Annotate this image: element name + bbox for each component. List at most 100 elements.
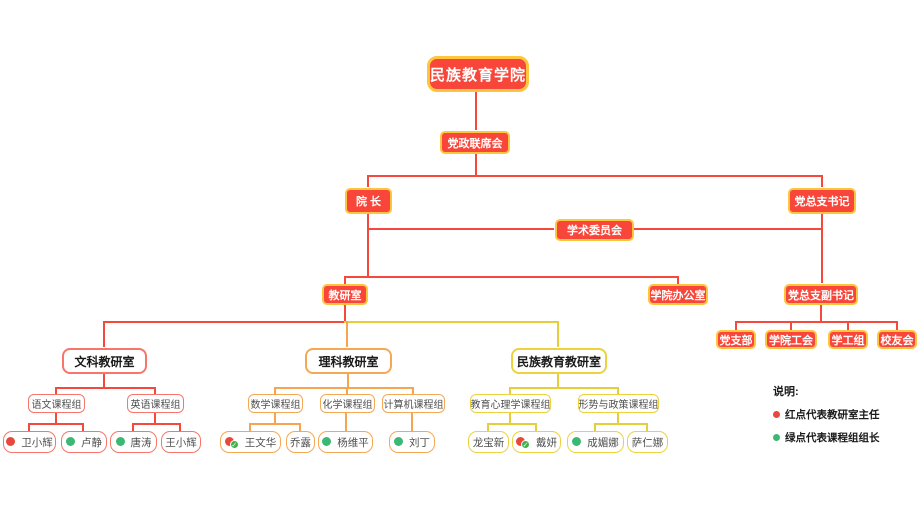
node-label: 党总支副书记 [788, 289, 854, 302]
node-person-wang-xiaohui[interactable]: 王小辉 [161, 431, 201, 453]
connector-line [557, 373, 559, 388]
node-deputy-party-secretary[interactable]: 党总支副书记 [784, 284, 858, 305]
node-label: 王文华 [244, 436, 277, 449]
node-label: 龙宝新 [472, 436, 505, 449]
connector-line [347, 373, 349, 388]
connector-line [367, 175, 369, 187]
legend-item-red-text: 红点代表教研室主任 [785, 409, 880, 421]
node-college-office[interactable]: 学院办公室 [648, 284, 708, 305]
node-person-yang-weiping[interactable]: 杨维平 [318, 431, 373, 453]
red-dot-icon [773, 411, 780, 418]
node-teaching-research-office[interactable]: 教研室 [322, 284, 368, 305]
green-dot-icon [572, 437, 582, 447]
connector-line [475, 91, 477, 130]
node-party-secretary[interactable]: 党总支书记 [788, 188, 856, 214]
connector-line [344, 276, 346, 284]
node-joint-meeting[interactable]: 党政联席会 [440, 131, 510, 154]
node-person-lu-jing[interactable]: 卢静 [61, 431, 107, 453]
connector-line [896, 321, 898, 330]
connector-line [55, 387, 57, 394]
node-person-wei-xiaohui[interactable]: 卫小辉 [3, 431, 56, 453]
connector-line [535, 423, 537, 431]
node-label: 王小辉 [165, 436, 197, 449]
node-person-long-baoxin[interactable]: 龙宝新 [468, 431, 509, 453]
node-label: 院 长 [355, 196, 382, 208]
node-person-wang-wenhua[interactable]: ✓王文华 [220, 431, 281, 453]
node-label: 数学课程组 [250, 400, 301, 411]
connector-line [154, 387, 156, 394]
node-person-qiao-lu[interactable]: 乔露 [286, 431, 315, 453]
node-label: 教育心理学课程组 [470, 400, 551, 411]
legend-item-green: 绿点代表课程组组长 [773, 430, 880, 445]
connector-line [367, 228, 554, 230]
node-science-dept[interactable]: 理科教研室 [305, 348, 392, 374]
connector-line [132, 423, 180, 425]
connector-line [344, 304, 346, 322]
legend-item-red: 红点代表教研室主任 [773, 407, 880, 422]
connector-line [487, 423, 489, 431]
node-label: 萨仁娜 [631, 436, 664, 449]
connector-line [617, 412, 619, 424]
node-root[interactable]: 民族教育学院 [427, 56, 529, 92]
node-academic-committee[interactable]: 学术委员会 [555, 219, 634, 241]
connector-line [646, 423, 648, 431]
node-label: 英语课程组 [130, 400, 181, 411]
node-person-dai-yan[interactable]: ✓戴妍 [512, 431, 561, 453]
connector-line [344, 276, 678, 278]
node-label: 理科教研室 [318, 354, 379, 369]
node-person-liu-ding[interactable]: 刘丁 [389, 431, 435, 453]
node-computer-group[interactable]: 计算机课程组 [382, 394, 445, 413]
connector-line [274, 387, 276, 394]
connector-line [735, 321, 897, 323]
connector-line [249, 423, 251, 431]
connector-line [55, 412, 57, 424]
green-dot-icon [66, 437, 76, 447]
node-label: 校友会 [880, 334, 914, 347]
node-dean[interactable]: 院 长 [345, 188, 392, 214]
connector-line [367, 212, 369, 277]
connector-line [821, 175, 823, 187]
node-person-cheng-meina[interactable]: 成媚娜 [567, 431, 624, 453]
connector-line [346, 387, 348, 394]
node-chemistry-group[interactable]: 化学课程组 [320, 394, 375, 413]
node-label: 学工组 [831, 334, 865, 347]
connector-line [274, 412, 276, 424]
node-student-affairs-group[interactable]: 学工组 [828, 330, 868, 349]
node-label: 学术委员会 [567, 225, 622, 237]
node-label: 成媚娜 [587, 436, 619, 449]
green-dot-icon [115, 437, 126, 447]
node-college-union[interactable]: 学院工会 [765, 330, 817, 349]
legend-title: 说明: [773, 386, 799, 398]
connector-line [735, 321, 737, 330]
connector-line [475, 153, 477, 175]
green-dot-icon [773, 434, 780, 441]
node-chinese-group[interactable]: 语文课程组 [28, 394, 85, 413]
node-math-group[interactable]: 数学课程组 [248, 394, 303, 413]
node-liberal-arts-dept[interactable]: 文科教研室 [62, 348, 147, 374]
node-person-tang-tao[interactable]: 唐涛 [110, 431, 157, 453]
node-label: 卢静 [81, 436, 102, 449]
node-english-group[interactable]: 英语课程组 [127, 394, 184, 413]
node-alumni-association[interactable]: 校友会 [877, 330, 917, 349]
node-ethnic-edu-dept[interactable]: 民族教育教研室 [511, 348, 607, 374]
node-label: 卫小辉 [21, 436, 53, 449]
connector-line [103, 321, 344, 323]
connector-line [82, 423, 84, 431]
node-label: 学院工会 [769, 334, 813, 347]
connector-line [367, 175, 822, 177]
connector-line [344, 321, 558, 323]
connector-line [847, 321, 849, 330]
connector-line [103, 373, 105, 388]
connector-line [411, 412, 413, 431]
connector-line [594, 423, 647, 425]
node-label: 文科教研室 [74, 354, 135, 369]
node-label: 计算机课程组 [383, 400, 444, 411]
node-label: 刘丁 [409, 436, 430, 449]
node-person-sa-renna[interactable]: 萨仁娜 [627, 431, 668, 453]
node-policy-group[interactable]: 形势与政策课程组 [578, 394, 659, 413]
node-party-branch[interactable]: 党支部 [716, 330, 756, 349]
node-label: 党总支书记 [794, 196, 850, 208]
node-edu-psychology-group[interactable]: 教育心理学课程组 [470, 394, 551, 413]
connector-line [179, 423, 181, 431]
node-label: 民族教育学院 [430, 66, 527, 84]
